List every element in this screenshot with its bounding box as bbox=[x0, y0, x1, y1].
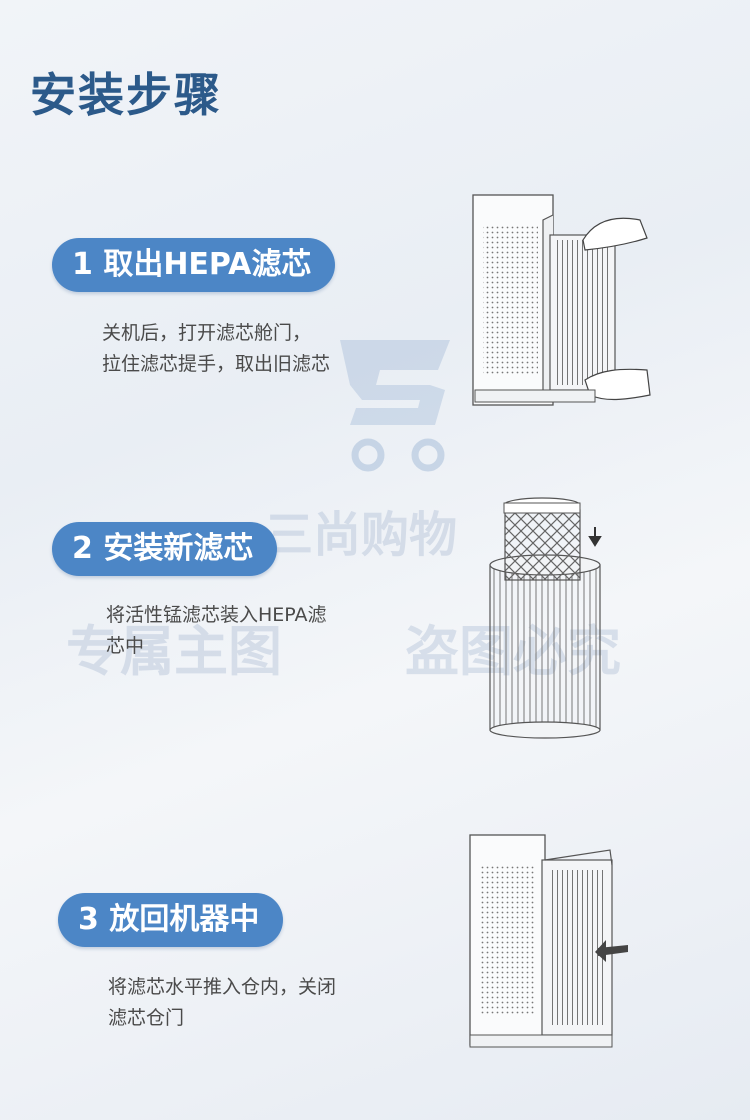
step-3-label: 3 放回机器中 bbox=[58, 893, 284, 947]
step-1-label: 1 取出HEPA滤芯 bbox=[52, 238, 336, 292]
step-1-line-1: 关机后，打开滤芯舱门， bbox=[102, 322, 312, 344]
step-3-line-1: 将滤芯水平推入仓内，关闭 bbox=[108, 976, 337, 998]
step-1-description: 关机后，打开滤芯舱门， 拉住滤芯提手，取出旧滤芯 bbox=[102, 318, 330, 380]
page-title: 安装步骤 bbox=[30, 68, 222, 122]
step-3-line-2: 滤芯仓门 bbox=[108, 1007, 185, 1029]
cart-logo-watermark bbox=[340, 340, 450, 472]
install-filter-illustration bbox=[489, 497, 602, 739]
step-3-description: 将滤芯水平推入仓内，关闭 滤芯仓门 bbox=[108, 972, 336, 1034]
watermark-brand: 三尚购物 bbox=[265, 507, 458, 563]
remove-filter-illustration bbox=[472, 194, 651, 406]
return-filter-illustration bbox=[469, 834, 628, 1048]
step-1-line-2: 拉住滤芯提手，取出旧滤芯 bbox=[102, 353, 331, 375]
step-2-label: 2 安装新滤芯 bbox=[52, 522, 278, 576]
step-2-line-2: 芯中 bbox=[106, 635, 145, 657]
step-2-description: 将活性锰滤芯装入HEPA滤 芯中 bbox=[106, 600, 327, 662]
step-2-line-1: 将活性锰滤芯装入HEPA滤 bbox=[106, 604, 327, 626]
